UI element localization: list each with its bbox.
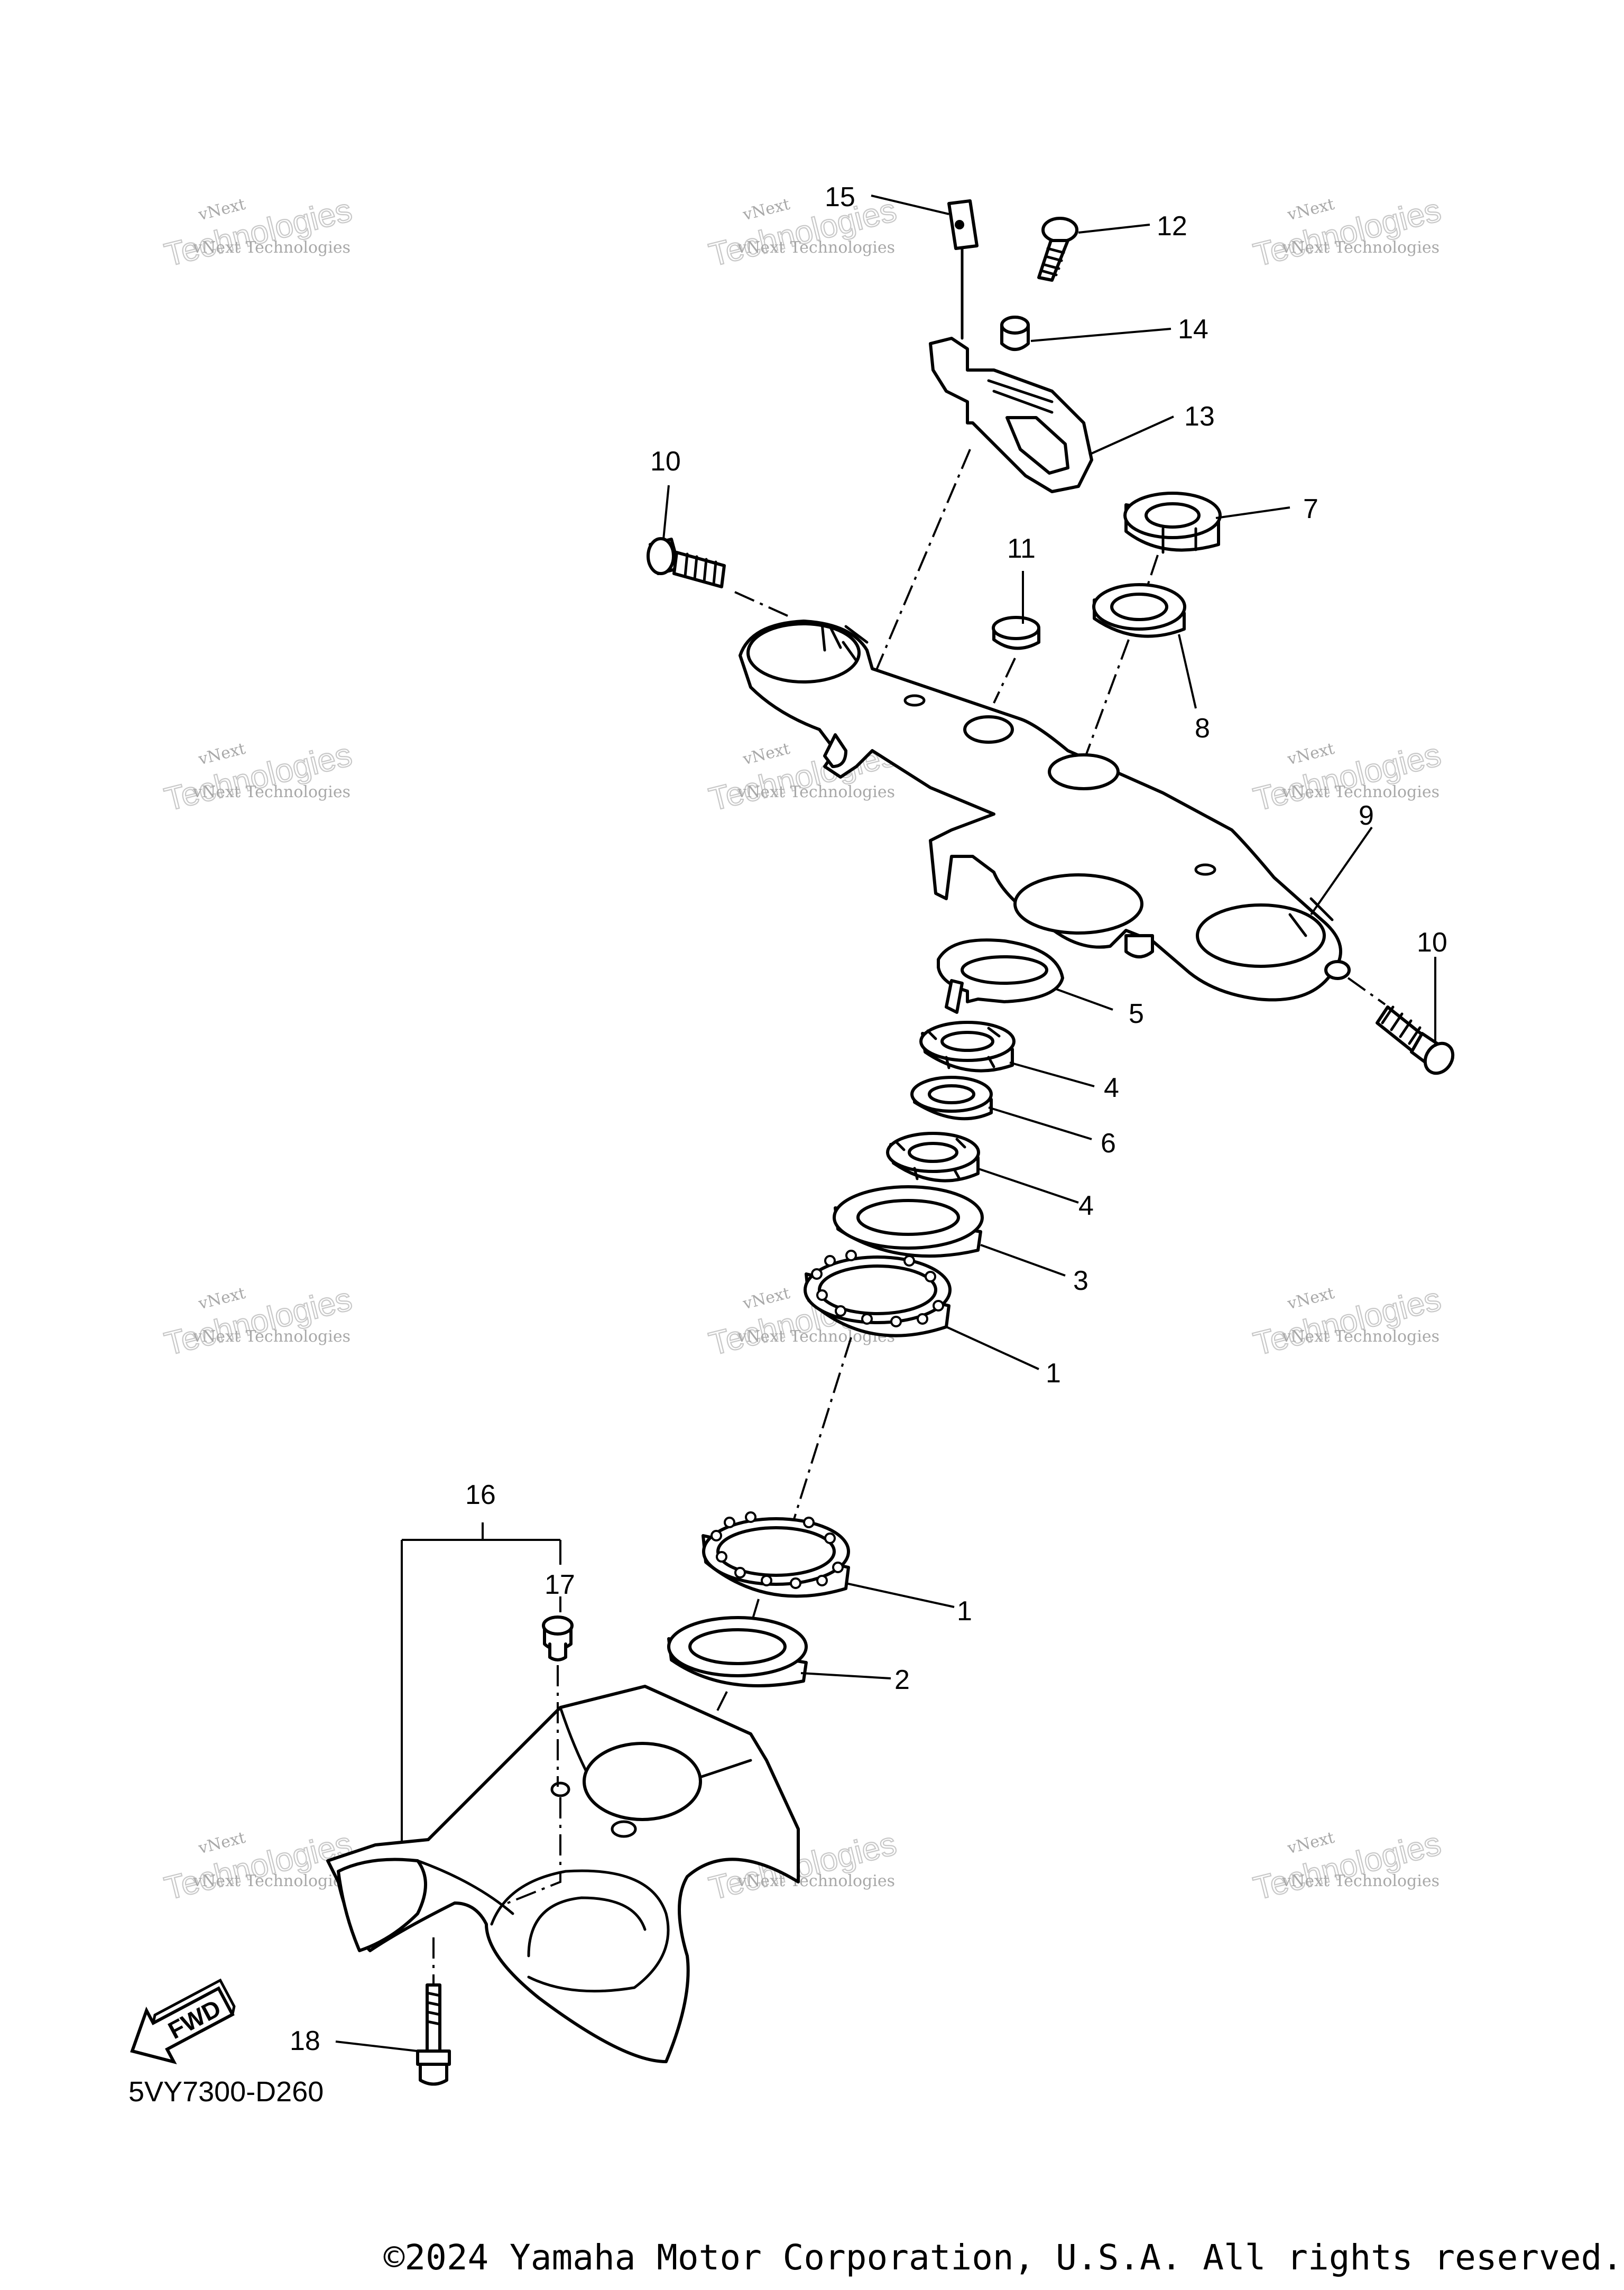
assembly-line	[1083, 639, 1130, 762]
diagram-code: 5VY7300-D260	[128, 2076, 324, 2108]
part-15-clip	[947, 199, 979, 340]
leader-lines	[335, 195, 1436, 2052]
watermark: vNext Technologies	[1249, 191, 1445, 274]
callout-12: 12	[1157, 211, 1187, 242]
watermark: vNext Technologies	[1249, 736, 1445, 819]
watermark: vNext Technologies	[160, 736, 356, 819]
watermark-text: vNext Technologies	[737, 238, 895, 257]
assembly-line	[713, 1691, 728, 1719]
watermark: vNext Technologies	[1249, 1280, 1445, 1363]
watermark: vNext Technologies	[1249, 1825, 1445, 1908]
part-18-bolt	[416, 1937, 451, 2086]
part-1-bearing-upper	[804, 1250, 952, 1337]
watermark-text: vNext Technologies	[192, 1327, 350, 1346]
callout-1-upper: 1	[1046, 1358, 1061, 1389]
callout-10-right: 10	[1417, 927, 1447, 958]
part-14-collar	[1000, 316, 1030, 351]
part-13-bracket	[929, 337, 1093, 493]
watermark: vNext Technologies	[705, 191, 900, 274]
callout-15: 15	[825, 182, 855, 213]
watermark: vNext Technologies	[160, 1825, 356, 1908]
part-5-lock-washer	[937, 938, 1064, 1014]
assembly-line	[1146, 555, 1159, 587]
watermark-text: vNext Technologies	[1281, 1872, 1440, 1890]
part-11-cap	[992, 616, 1040, 704]
watermark-big: Technologies	[161, 1825, 356, 1907]
callout-9: 9	[1359, 800, 1374, 831]
fwd-arrow-icon: FWD	[130, 1978, 236, 2065]
callout-numbers: 15 12 14 13 10 11 7 8 9 10 5 4 6 4 3 1 1…	[290, 182, 1447, 2056]
part-6-washer	[910, 1076, 993, 1121]
part-4-ring-nut-lower	[886, 1132, 980, 1183]
part-10-bolt-right	[1347, 977, 1455, 1075]
part-8-washer	[1092, 583, 1186, 638]
callout-8: 8	[1195, 713, 1210, 744]
callout-3: 3	[1073, 1266, 1088, 1296]
callout-4-lower: 4	[1078, 1190, 1094, 1221]
callout-13: 13	[1184, 401, 1215, 432]
callout-6: 6	[1101, 1128, 1116, 1159]
part-1-bearing-lower	[702, 1511, 850, 1598]
part-17-nut	[542, 1615, 574, 1787]
watermark-big: Technologies	[1250, 1825, 1445, 1907]
callout-16: 16	[465, 1480, 496, 1510]
callout-1-lower: 1	[957, 1596, 972, 1627]
callout-4-upper: 4	[1104, 1073, 1119, 1103]
watermark-text: vNext Technologies	[1281, 238, 1440, 257]
watermark-text: vNext Technologies	[737, 783, 895, 801]
watermark-big: Technologies	[706, 192, 900, 274]
part-7-nut	[1123, 492, 1222, 554]
watermark-big: Technologies	[161, 192, 356, 274]
watermark-big: Technologies	[161, 736, 356, 818]
part-4-ring-nut-upper	[919, 1021, 1016, 1073]
assembly-line	[750, 1599, 760, 1626]
callout-7: 7	[1303, 494, 1318, 524]
assembly-line	[850, 449, 971, 730]
part-12-screw	[1037, 217, 1078, 282]
watermark-big: Technologies	[1250, 736, 1445, 818]
steering-axis-line	[792, 1337, 852, 1523]
watermark-text: vNext Technologies	[192, 783, 350, 801]
part-10-bolt-left	[647, 537, 788, 617]
callout-2: 2	[894, 1665, 910, 1695]
watermark-text: vNext Technologies	[737, 1872, 895, 1890]
watermark-text: vNext Technologies	[1281, 1327, 1440, 1346]
callout-14: 14	[1178, 314, 1208, 345]
callout-10-left: 10	[650, 446, 681, 477]
callout-11: 11	[1007, 533, 1036, 564]
watermark-big: Technologies	[161, 1281, 356, 1363]
watermark: vNext Technologies	[160, 1280, 356, 1363]
callout-18: 18	[290, 2026, 320, 2056]
part-3-dust-seal	[833, 1185, 984, 1258]
watermark-text: vNext Technologies	[192, 1872, 350, 1890]
watermark-big: Technologies	[1250, 192, 1445, 274]
part-2-seal	[667, 1616, 808, 1687]
watermark-text: vNext Technologies	[1281, 783, 1440, 801]
part-16-under-bracket	[326, 1685, 800, 2063]
callout-5: 5	[1129, 999, 1144, 1029]
watermark: vNext Technologies	[160, 191, 356, 274]
watermark-big: Technologies	[1250, 1281, 1445, 1363]
upper-triple-clamp	[739, 620, 1351, 1002]
callout-17: 17	[545, 1569, 575, 1600]
watermark-text: vNext Technologies	[192, 238, 350, 257]
copyright-notice: ©2024 Yamaha Motor Corporation, U.S.A. A…	[383, 2237, 1623, 2278]
